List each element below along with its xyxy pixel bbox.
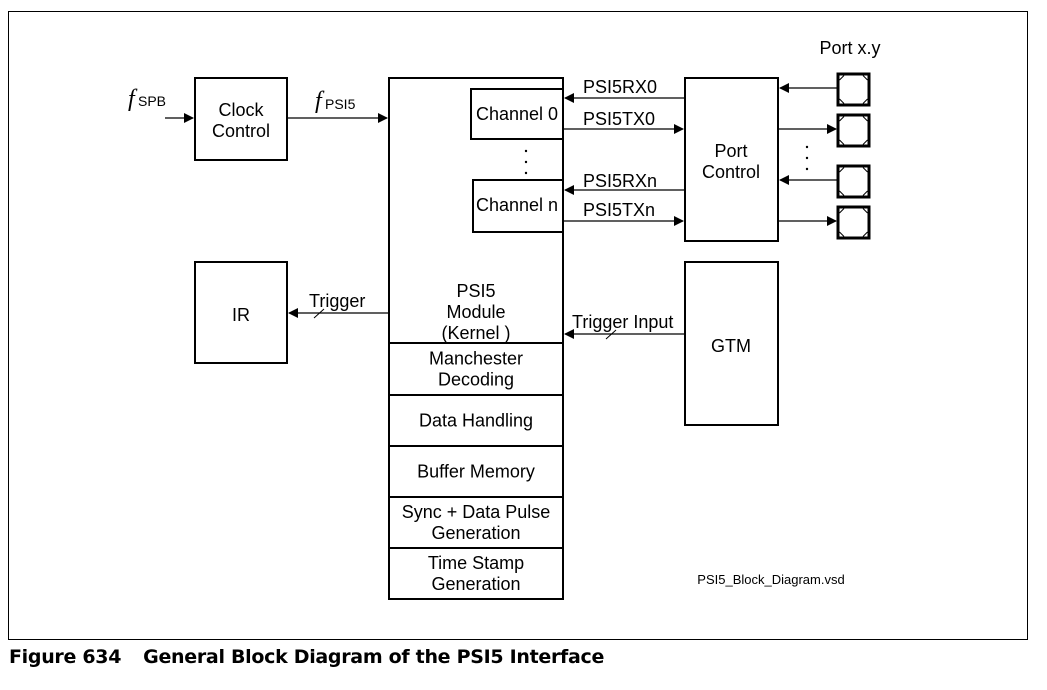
sub-block-label: Buffer Memory	[417, 462, 535, 482]
ir-block	[194, 261, 288, 364]
rx0-label: PSI5RX0	[583, 77, 657, 97]
figure-number: Figure 634	[9, 646, 122, 668]
rxn-label: PSI5RXn	[583, 171, 657, 191]
txn-label: PSI5TXn	[583, 200, 655, 220]
ir-label: IR	[232, 305, 250, 325]
channel-0-block	[470, 88, 564, 140]
ellipsis-dot	[805, 145, 809, 149]
f-symbol: f	[128, 86, 138, 112]
ellipsis-dot	[524, 171, 528, 175]
clock-control-block	[194, 77, 288, 161]
channel-0-label: Channel 0	[476, 104, 558, 124]
port-control-label-1: Port	[714, 141, 747, 161]
fpsi5-subscript: PSI5	[325, 96, 356, 112]
channel-n-label: Channel n	[476, 195, 558, 215]
ellipsis-dot	[524, 149, 528, 153]
sub-block-label: Generation	[431, 523, 520, 543]
sub-block	[388, 547, 564, 600]
trigger-input-label: Trigger Input	[572, 312, 673, 332]
figure-title: General Block Diagram of the PSI5 Interf…	[143, 646, 605, 668]
sub-block-label: Decoding	[438, 370, 514, 390]
port-control-label-2: Control	[702, 162, 760, 182]
ellipsis-dot	[805, 167, 809, 171]
kernel-label-3: (Kernel )	[441, 323, 510, 343]
port-pin	[836, 72, 871, 107]
port-pin	[836, 205, 871, 240]
fspb-subscript: SPB	[138, 93, 166, 109]
port-pin-corner	[839, 116, 868, 145]
port-pin	[836, 164, 871, 199]
clock-control-label-1: Clock	[218, 100, 264, 120]
kernel-label-1: PSI5	[456, 281, 495, 301]
fspb-input-label: f SPB	[128, 86, 166, 112]
sub-block-label: Sync + Data Pulse	[402, 502, 551, 522]
sub-block	[388, 342, 564, 396]
kernel-label-2: Module	[446, 302, 505, 322]
sub-block	[388, 445, 564, 498]
tx0-label: PSI5TX0	[583, 109, 655, 129]
port-pin-corner	[839, 75, 868, 104]
port-pin-corner	[839, 208, 868, 237]
channel-n-block	[472, 179, 564, 233]
sub-block-label: Time Stamp	[428, 553, 524, 573]
ellipsis-dot	[524, 160, 528, 164]
port-control-block	[684, 77, 779, 242]
fpsi5-input-label: f PSI5	[315, 88, 356, 114]
f-symbol: f	[315, 88, 325, 114]
bus-slash	[313, 308, 325, 319]
trigger-label: Trigger	[309, 291, 365, 311]
sub-block-label: Generation	[431, 574, 520, 594]
sub-block-label: Manchester	[429, 349, 523, 369]
bus-slash	[605, 329, 617, 340]
figure-caption: Figure 634 General Block Diagram of the P…	[9, 646, 604, 668]
sub-block-label: Data Handling	[419, 411, 533, 431]
port-pin-corner	[839, 167, 868, 196]
gtm-block	[684, 261, 779, 426]
filename-label: PSI5_Block_Diagram.vsd	[697, 572, 844, 587]
port-xy-label: Port x.y	[819, 38, 880, 58]
clock-control-label-2: Control	[212, 121, 270, 141]
ellipsis-dot	[805, 156, 809, 160]
gtm-label: GTM	[711, 336, 751, 356]
figure-frame	[8, 11, 1028, 640]
port-pin	[836, 113, 871, 148]
